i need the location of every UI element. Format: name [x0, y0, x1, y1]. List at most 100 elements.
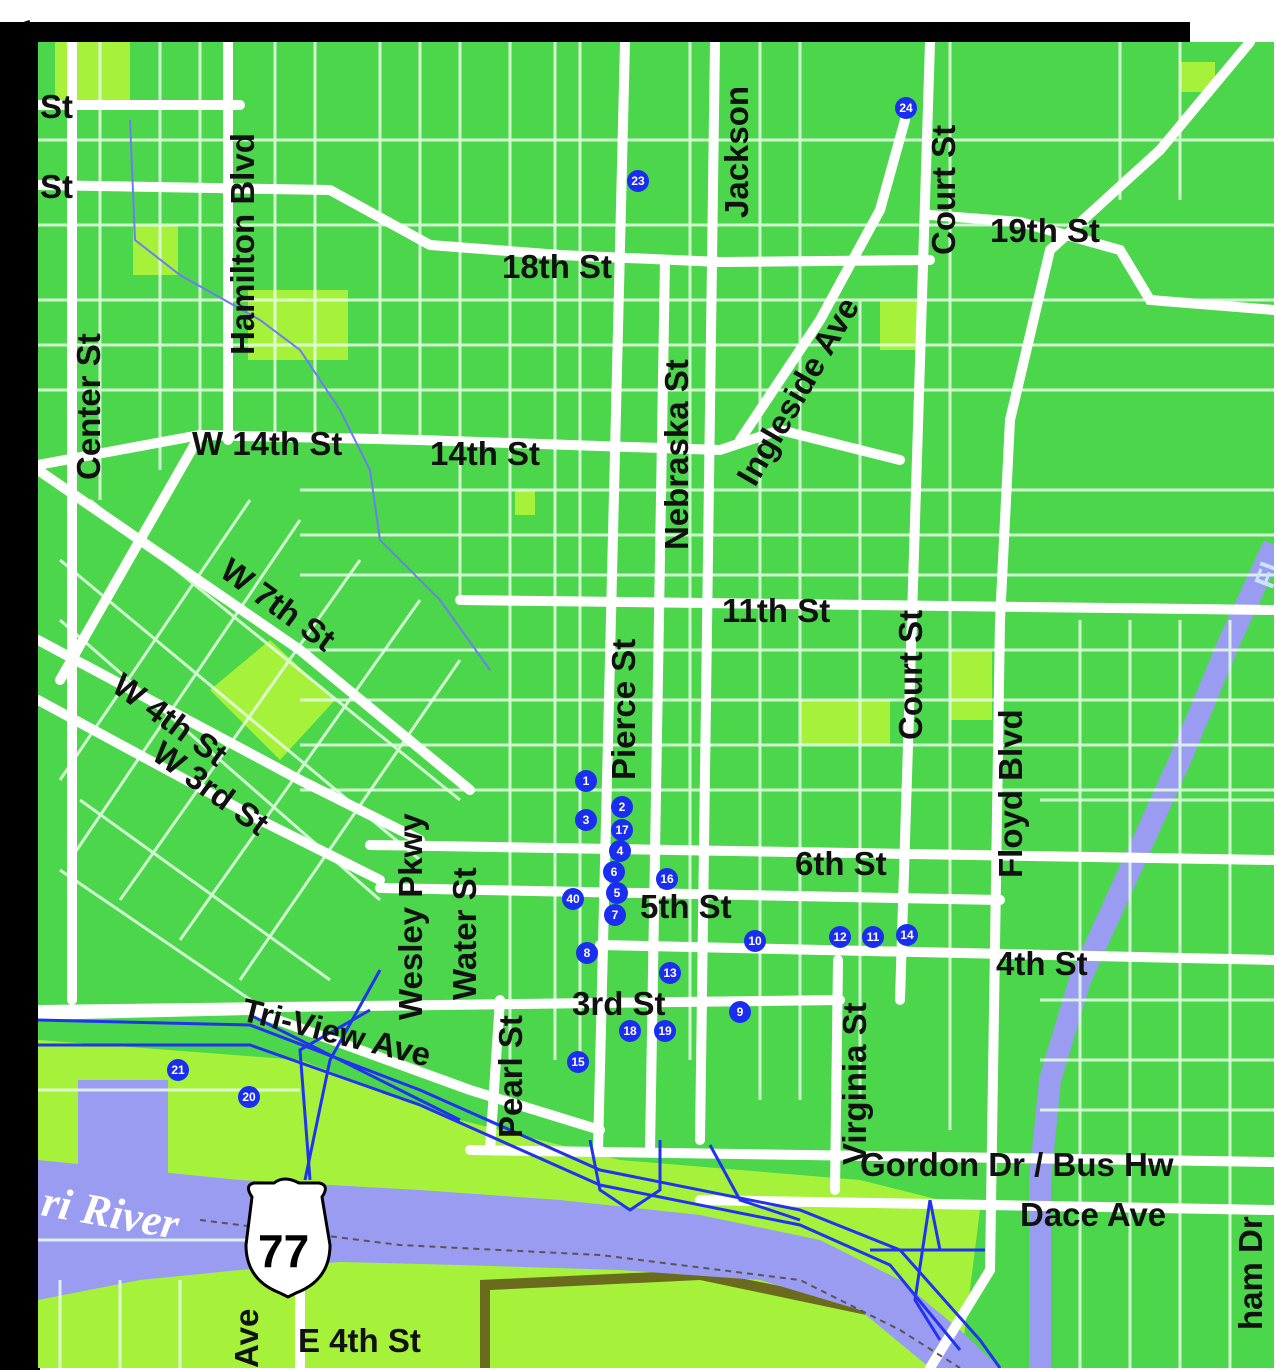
- marker-dot-icon: [567, 1051, 589, 1073]
- map-marker-23[interactable]: 23: [627, 170, 649, 192]
- map-marker-13[interactable]: 13: [659, 962, 681, 984]
- map-marker-20[interactable]: 20: [238, 1086, 260, 1108]
- marker-dot-icon: [654, 1020, 676, 1042]
- marker-dot-icon: [862, 926, 884, 948]
- label-court-top: Court St: [925, 125, 962, 255]
- marina-basin: [78, 1080, 168, 1175]
- marker-dot-icon: [609, 840, 631, 862]
- label-14th: 14th St: [430, 435, 540, 472]
- label-dace: Dace Ave: [1020, 1196, 1166, 1233]
- creek: [129, 119, 491, 671]
- road-triview: [38, 1004, 605, 1135]
- marker-dot-icon: [895, 97, 917, 119]
- marker-dot-icon: [603, 861, 625, 883]
- road-pearl: [485, 995, 505, 1155]
- map-marker-11[interactable]: 11: [862, 926, 884, 948]
- marker-dot-icon: [562, 888, 584, 910]
- road-ingleside: [735, 115, 910, 445]
- park-small: [515, 490, 535, 515]
- road-w7th: [38, 465, 475, 795]
- marker-label: 2: [619, 800, 626, 814]
- map-marker-17[interactable]: 17: [611, 819, 633, 841]
- map-marker-3[interactable]: 3: [575, 809, 597, 831]
- map-marker-19[interactable]: 19: [654, 1020, 676, 1042]
- marker-label: 13: [663, 966, 677, 980]
- marker-label: 10: [748, 934, 762, 948]
- road-nebraska: [645, 255, 670, 1155]
- map-marker-12[interactable]: 12: [829, 926, 851, 948]
- map-marker-15[interactable]: 15: [567, 1051, 589, 1073]
- marker-label: 40: [566, 892, 580, 906]
- minor-streets: [38, 42, 1274, 1368]
- map-canvas[interactable]: St St Hamilton Blvd Center St 18th St 19…: [38, 42, 1276, 1368]
- map-marker-9[interactable]: 9: [729, 1001, 751, 1023]
- label-3rd: 3rd St: [572, 985, 666, 1022]
- marker-label: 17: [615, 823, 629, 837]
- road-floyd: [925, 245, 1055, 1368]
- map-marker-8[interactable]: 8: [576, 942, 598, 964]
- marker-label: 1: [583, 774, 590, 788]
- map-marker-10[interactable]: 10: [744, 930, 766, 952]
- map-marker-4[interactable]: 4: [609, 840, 631, 862]
- label-floyd: Floyd Blvd: [992, 709, 1029, 878]
- railroad: [199, 1219, 961, 1368]
- marker-label: 20: [242, 1090, 256, 1104]
- marker-label: 12: [833, 930, 847, 944]
- label-center: Center St: [70, 333, 107, 480]
- marker-dot-icon: [606, 882, 628, 904]
- label-6th: 6th St: [795, 845, 887, 882]
- marker-dot-icon: [659, 962, 681, 984]
- map-marker-14[interactable]: 14: [896, 924, 918, 946]
- frame-shadow-left: [0, 22, 40, 1370]
- marker-dot-icon: [611, 796, 633, 818]
- road-jackson: [695, 42, 720, 1145]
- label-4th: 4th St: [996, 945, 1088, 982]
- map-marker-2[interactable]: 2: [611, 796, 633, 818]
- label-11th: 11th St: [722, 592, 830, 629]
- marker-label: 14: [900, 928, 914, 942]
- label-e4th: E 4th St: [298, 1322, 421, 1359]
- marker-dot-icon: [575, 770, 597, 792]
- label-hamilton: Hamilton Blvd: [224, 133, 261, 355]
- frame-shadow-top: [0, 22, 1190, 44]
- highway-i29: [38, 969, 1002, 1368]
- map-marker-18[interactable]: 18: [619, 1020, 641, 1042]
- marker-label: 3: [583, 813, 590, 827]
- road-6th: [365, 840, 1274, 865]
- label-19th: 19th St: [990, 212, 1100, 249]
- marker-dot-icon: [167, 1059, 189, 1081]
- marker-label: 19: [658, 1024, 672, 1038]
- frame-corner-curl-bottom: [0, 1309, 38, 1364]
- map-marker-40[interactable]: 40: [562, 888, 584, 910]
- label-5th: 5th St: [640, 888, 732, 925]
- label-ave-bottom: Ave: [228, 1309, 265, 1368]
- map-marker-16[interactable]: 16: [656, 868, 678, 890]
- map-marker-21[interactable]: 21: [167, 1059, 189, 1081]
- map-marker-1[interactable]: 1: [575, 770, 597, 792]
- marker-dot-icon: [656, 868, 678, 890]
- map-marker-24[interactable]: 24: [895, 97, 917, 119]
- label-wesley: Wesley Pkwy: [392, 813, 429, 1020]
- marker-dot-icon: [576, 942, 598, 964]
- map-marker-5[interactable]: 5: [606, 882, 628, 904]
- south-bank-park: [490, 1280, 940, 1368]
- road-11th: [455, 595, 1274, 615]
- major-roads: [38, 42, 1274, 1368]
- marker-label: 23: [631, 174, 645, 188]
- marker-dot-icon: [619, 1020, 641, 1042]
- label-court-mid: Court St: [892, 610, 929, 740]
- marker-dot-icon: [829, 926, 851, 948]
- road-top-st: [38, 180, 335, 195]
- park-court: [800, 700, 890, 745]
- map-marker-7[interactable]: 7: [604, 904, 626, 926]
- marker-label: 4: [617, 844, 624, 858]
- marker-dot-icon: [575, 809, 597, 831]
- label-ham-dr: ham Dr: [1232, 1216, 1269, 1330]
- label-nebraska: Nebraska St: [658, 359, 695, 550]
- marker-label: 11: [867, 930, 880, 944]
- label-st-top1: St: [40, 88, 73, 125]
- marker-label: 6: [611, 865, 618, 879]
- park-floyd: [950, 650, 992, 720]
- map-marker-6[interactable]: 6: [603, 861, 625, 883]
